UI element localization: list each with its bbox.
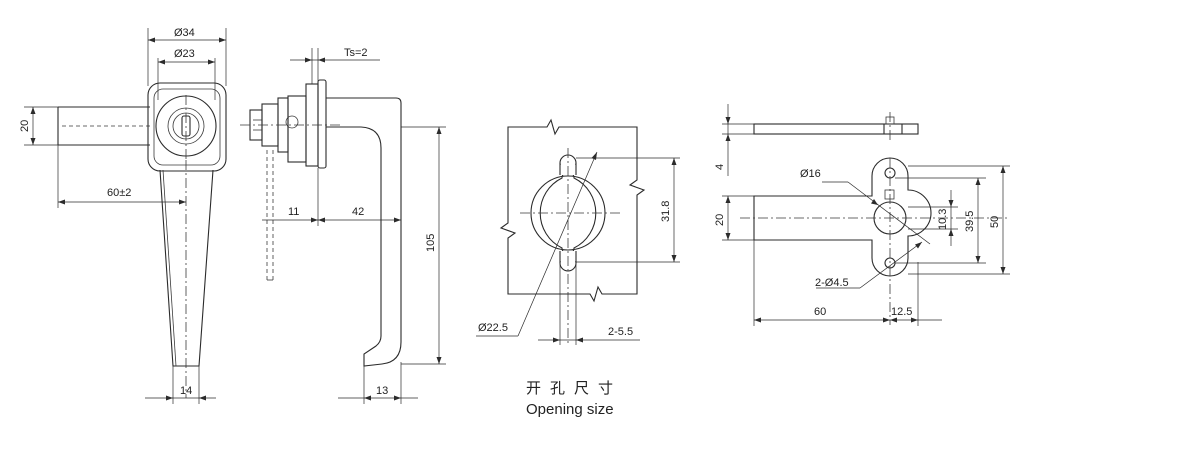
side-view xyxy=(240,79,402,367)
dim-13: 13 xyxy=(376,385,388,397)
side-dimensions: Ts=2 11 42 105 13 xyxy=(262,47,446,404)
cam-views xyxy=(740,112,1010,325)
dim-11: 11 xyxy=(288,206,299,218)
dim-60-2: 60±2 xyxy=(107,187,131,199)
opening-view xyxy=(499,118,646,345)
dim-2-phi4-5: 2-Ø4.5 xyxy=(815,277,849,289)
dim-60-right: 60 xyxy=(814,306,826,318)
front-view xyxy=(57,82,227,398)
dim-12-5: 12.5 xyxy=(891,306,912,318)
dim-14: 14 xyxy=(180,385,192,397)
caption-chinese: 开孔尺寸 xyxy=(526,379,622,397)
dim-50: 50 xyxy=(989,216,1001,228)
dim-phi34: Ø34 xyxy=(174,27,195,39)
dim-phi23: Ø23 xyxy=(174,48,195,60)
dim-20-right: 20 xyxy=(714,214,726,226)
cam-dimensions: 4 20 Ø16 10.3 39.5 50 2-Ø4.5 xyxy=(714,104,1010,326)
dim-20-front: 20 xyxy=(19,120,31,132)
dim-39-5: 39.5 xyxy=(964,211,976,232)
caption-english: Opening size xyxy=(526,401,614,418)
dim-42: 42 xyxy=(352,206,364,218)
dim-phi22-5: Ø22.5 xyxy=(478,322,508,334)
dim-4: 4 xyxy=(714,164,726,170)
dim-31-8: 31.8 xyxy=(660,201,672,222)
opening-dimensions: 31.8 Ø22.5 2-5.5 xyxy=(476,151,680,345)
dim-phi16: Ø16 xyxy=(800,168,821,180)
front-dimensions: Ø34 Ø23 20 60±2 14 xyxy=(19,27,227,404)
dim-2-5-5: 2-5.5 xyxy=(608,326,633,338)
dim-ts: Ts=2 xyxy=(344,47,368,59)
dim-105: 105 xyxy=(425,234,437,252)
dim-10-3: 10.3 xyxy=(937,209,949,230)
